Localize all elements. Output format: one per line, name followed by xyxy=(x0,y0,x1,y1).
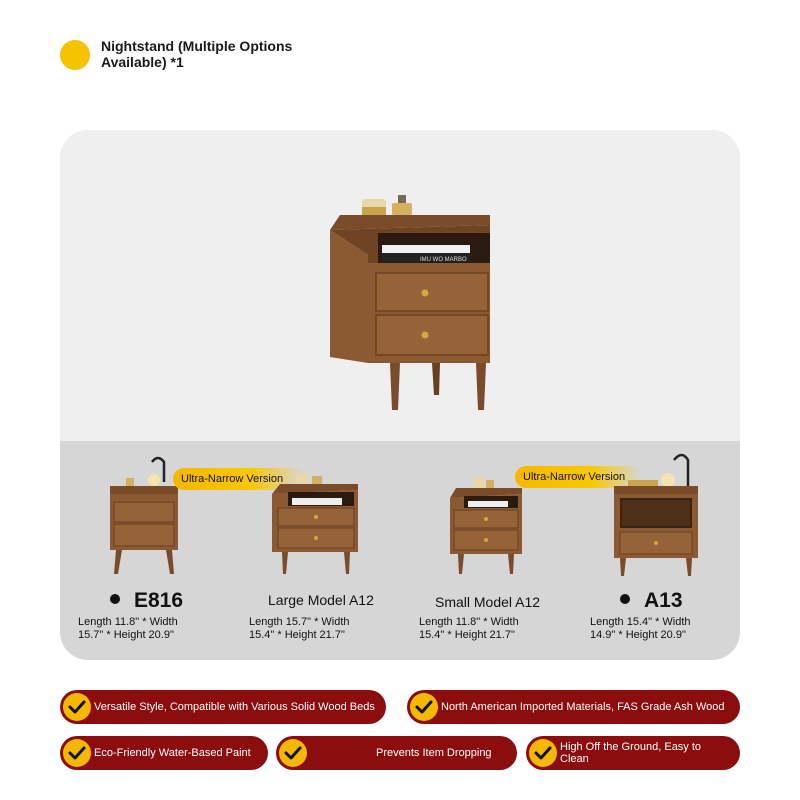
dims-line-1: Length 15.7" * Width xyxy=(249,616,350,628)
model-card-e816: Ultra-Narrow Version E816 Length 11.8" *… xyxy=(60,130,303,660)
header-bullet-icon xyxy=(60,40,90,70)
feature-text: Eco-Friendly Water-Based Paint xyxy=(94,747,251,759)
feature-pill-versatile-style: Versatile Style, Compatible with Various… xyxy=(60,690,386,724)
dims-line-2: 15.7" * Height 20.9" xyxy=(78,629,174,641)
small-a12-nightstand-image xyxy=(450,478,522,574)
feature-text: Versatile Style, Compatible with Various… xyxy=(94,701,375,713)
model-dimensions: Length 15.7" * Width 15.4" * Height 21.7… xyxy=(249,616,350,642)
checkmark-icon xyxy=(63,693,91,721)
model-name-small-a12: Small Model A12 xyxy=(435,594,540,610)
model-dimensions: Length 15.4" * Width 14.9" * Height 20.9… xyxy=(590,616,691,642)
badge-background xyxy=(515,466,641,488)
badge-background xyxy=(173,468,303,490)
model-name-large-a12: Large Model A12 xyxy=(268,592,374,608)
ultra-narrow-badge: Ultra-Narrow Version xyxy=(173,468,303,490)
checkmark-icon xyxy=(410,693,438,721)
a13-nightstand-image xyxy=(614,453,698,576)
model-name-e816: E816 xyxy=(110,589,183,613)
model-name-text: Large Model A12 xyxy=(268,592,374,608)
hero-nightstand-image: IMU WO MARBO xyxy=(330,195,490,410)
dims-line-2: 15.4" * Height 21.7" xyxy=(419,629,515,641)
model-name-a13: A13 xyxy=(620,589,683,613)
feature-text: High Off the Ground, Easy to Clean xyxy=(560,741,702,765)
model-card-a13: A13 Length 15.4" * Width 14.9" * Height … xyxy=(570,130,740,660)
model-dimensions: Length 11.8" * Width 15.7" * Height 20.9… xyxy=(78,616,178,642)
model-name-text: E816 xyxy=(134,589,184,612)
book-spine-text: IMU WO MARBO xyxy=(420,257,467,263)
model-card-large-a12: Large Model A12 Length 15.7" * Width 15.… xyxy=(230,130,400,660)
dims-line-2: 15.4" * Height 21.7" xyxy=(249,629,345,641)
dims-line-1: Length 11.8" * Width xyxy=(419,616,519,628)
feature-text: North American Imported Materials, FAS G… xyxy=(441,701,725,713)
model-card-small-a12: Ultra-Narrow Version Small Model A12 Len… xyxy=(400,130,641,660)
dims-line-1: Length 15.4" * Width xyxy=(590,616,691,628)
feature-pill-high-off-ground: High Off the Ground, Easy to Clean xyxy=(526,736,740,770)
model-name-text: Small Model A12 xyxy=(435,594,541,610)
feature-text: Prevents Item Dropping xyxy=(376,747,492,759)
checkmark-icon xyxy=(63,739,91,767)
bullet-icon xyxy=(620,594,630,605)
product-panel: IMU WO MARBO Ultra-Narrow Version xyxy=(60,130,740,660)
checkmark-icon xyxy=(279,739,307,767)
checkmark-icon xyxy=(529,739,557,767)
page-title: Nightstand (Multiple Options Available) … xyxy=(101,38,293,70)
badge-label: Ultra-Narrow Version xyxy=(181,473,284,485)
feature-pill-eco-friendly-paint: Eco-Friendly Water-Based Paint xyxy=(60,736,268,770)
badge-label: Ultra-Narrow Version xyxy=(523,471,626,483)
drawer-knob-icon xyxy=(421,289,429,297)
ultra-narrow-badge: Ultra-Narrow Version xyxy=(515,466,641,488)
dims-line-2: 14.9" * Height 20.9" xyxy=(590,629,686,641)
e816-nightstand-image xyxy=(110,456,178,574)
dims-line-1: Length 11.8" * Width xyxy=(78,616,178,628)
drawer-knob-icon xyxy=(421,331,429,339)
feature-pill-prevents-dropping: Prevents Item Dropping xyxy=(276,736,517,770)
large-a12-nightstand-image xyxy=(272,474,358,574)
bullet-icon xyxy=(110,594,120,605)
model-name-text: A13 xyxy=(644,589,683,612)
feature-pill-north-american-materials: North American Imported Materials, FAS G… xyxy=(407,690,740,724)
model-dimensions: Length 11.8" * Width 15.4" * Height 21.7… xyxy=(419,616,519,642)
